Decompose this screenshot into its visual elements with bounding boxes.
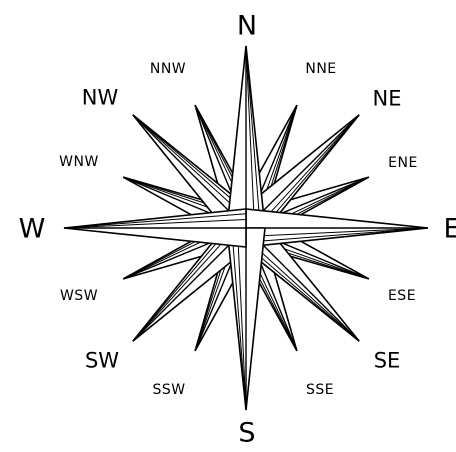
point-east: [246, 209, 428, 247]
label-north-northwest: NNW: [150, 62, 186, 76]
point-west: [64, 209, 246, 247]
label-northeast: NE: [373, 89, 402, 110]
label-east-northeast: ENE: [388, 156, 418, 170]
label-southeast: SE: [374, 351, 401, 372]
label-east-southeast: ESE: [388, 289, 416, 303]
label-north: N: [237, 13, 257, 40]
label-south: S: [238, 420, 255, 447]
point-north: [227, 46, 265, 228]
label-southwest: SW: [85, 351, 119, 372]
label-northwest: NW: [82, 88, 118, 109]
point-south: [227, 228, 265, 410]
label-south-southeast: SSE: [306, 383, 334, 397]
label-south-southwest: SSW: [152, 383, 185, 397]
label-west-southwest: WSW: [60, 289, 98, 303]
label-north-northeast: NNE: [305, 62, 336, 76]
label-east: E: [443, 216, 456, 243]
label-west-northwest: WNW: [59, 155, 99, 169]
label-west: W: [19, 216, 46, 243]
